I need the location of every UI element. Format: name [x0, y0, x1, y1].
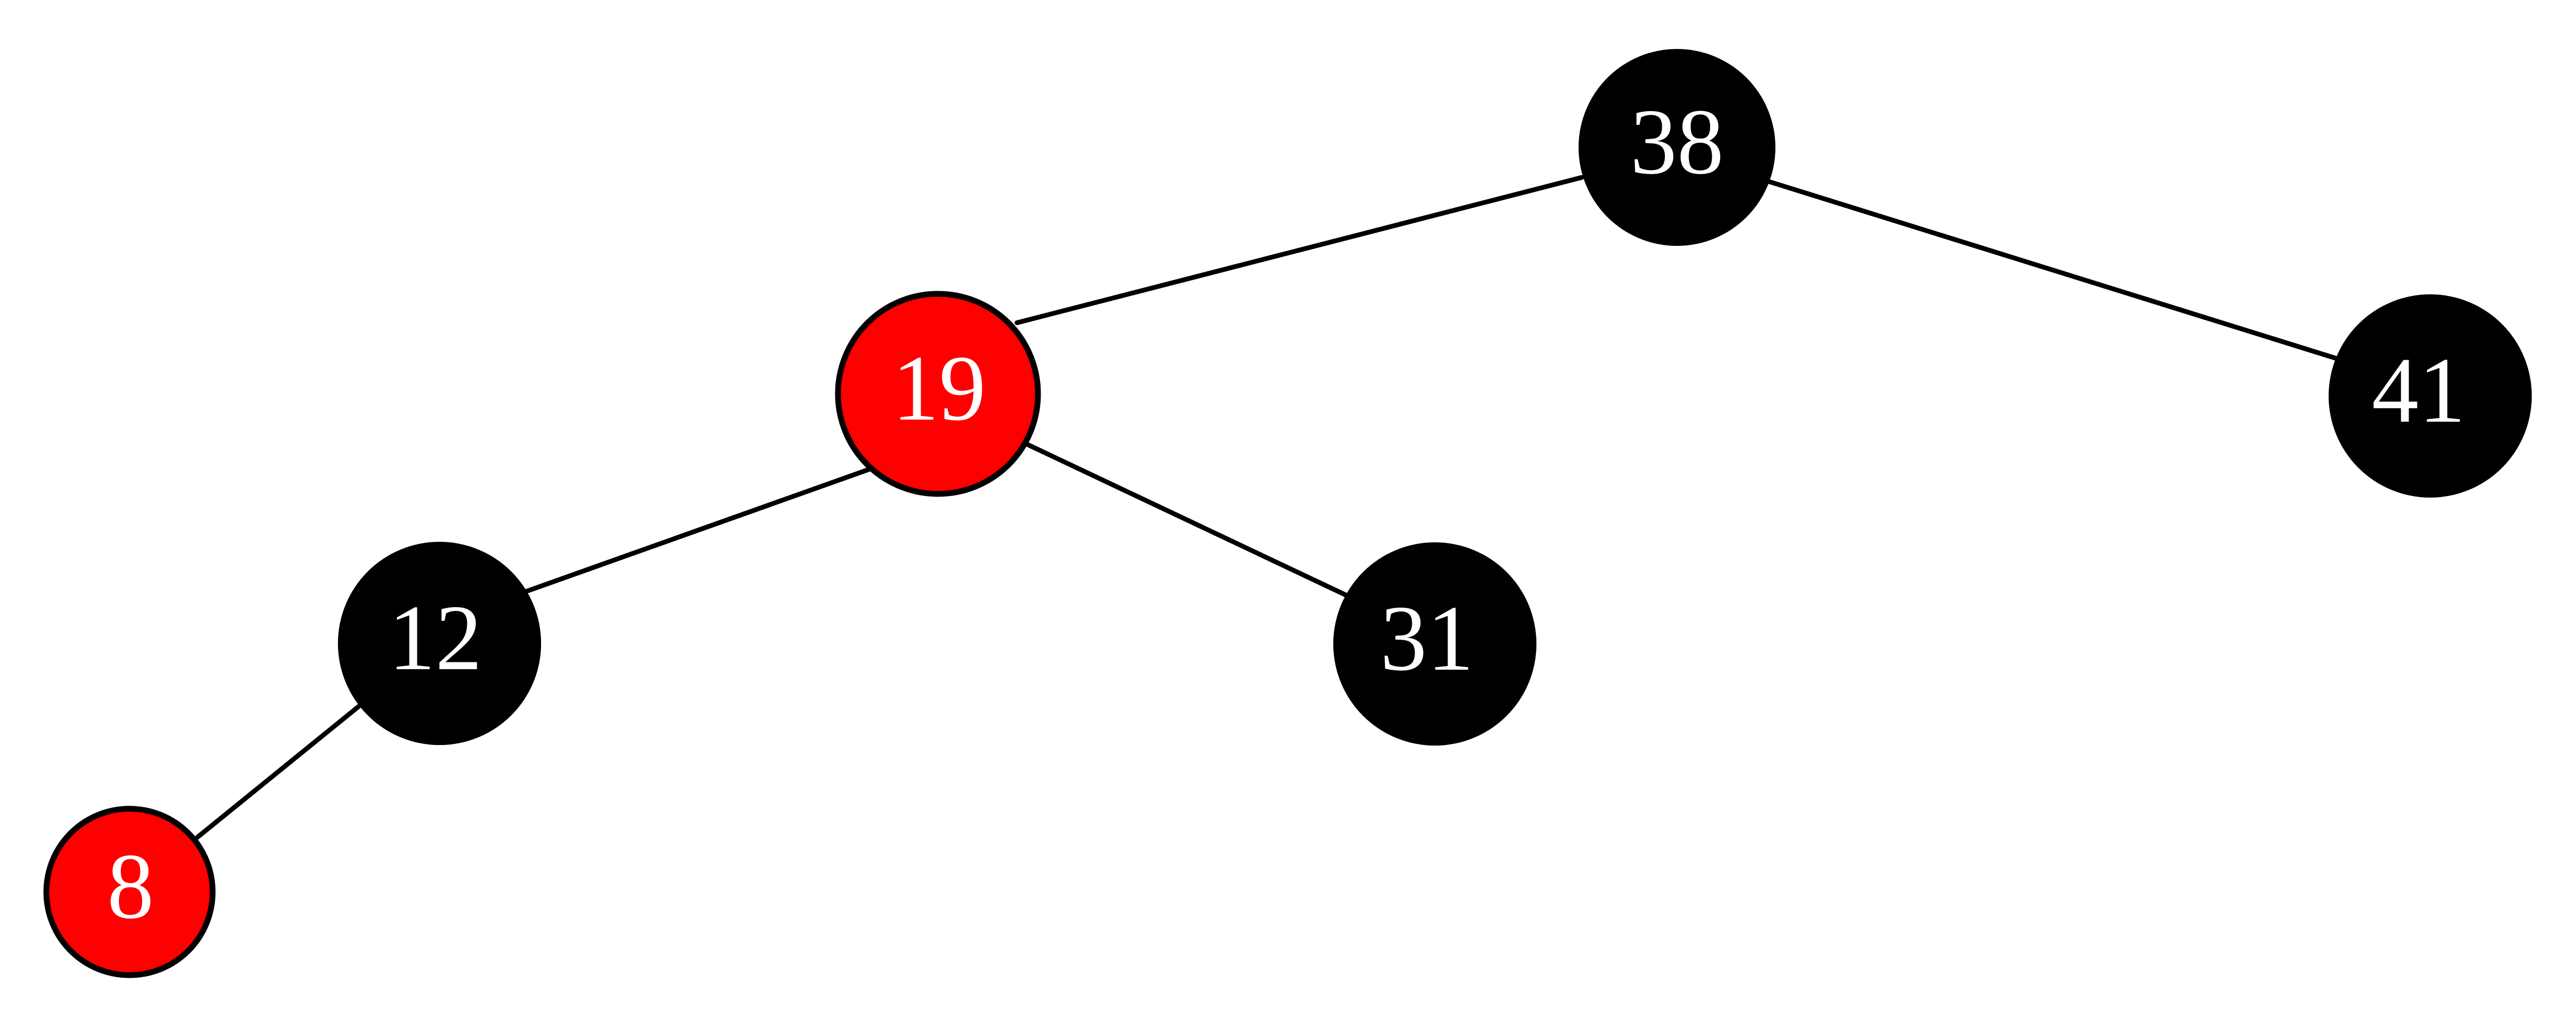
- node-circle-red[interactable]: [43, 806, 216, 978]
- node-layer: 38 19 41 12 31 8: [43, 49, 2532, 978]
- node-circle-black[interactable]: [1333, 542, 1536, 746]
- node-label: 19: [892, 336, 986, 440]
- edge-layer: [194, 175, 2351, 840]
- node-label: 31: [1380, 586, 1474, 690]
- node-label: 38: [1630, 90, 1724, 194]
- node-label: 41: [2372, 338, 2465, 442]
- node-circle-black[interactable]: [338, 542, 541, 745]
- tree-edge: [1014, 175, 1584, 325]
- node-label: 12: [388, 586, 482, 690]
- node-circle-black[interactable]: [1579, 49, 1775, 246]
- tree-edge: [1018, 439, 1352, 599]
- node-circle-black[interactable]: [2329, 294, 2532, 498]
- tree-node[interactable]: 8: [43, 806, 216, 978]
- tree-node[interactable]: 12: [338, 542, 541, 745]
- node-label: 8: [107, 834, 154, 938]
- tree-edge: [1756, 176, 2351, 365]
- tree-node[interactable]: 41: [2329, 294, 2532, 498]
- tree-edge: [509, 466, 874, 599]
- tree-edge: [194, 704, 361, 840]
- tree-node[interactable]: 31: [1333, 542, 1536, 746]
- tree-node[interactable]: 38: [1579, 49, 1775, 246]
- node-circle-red[interactable]: [835, 291, 1041, 497]
- tree-node[interactable]: 19: [835, 291, 1041, 497]
